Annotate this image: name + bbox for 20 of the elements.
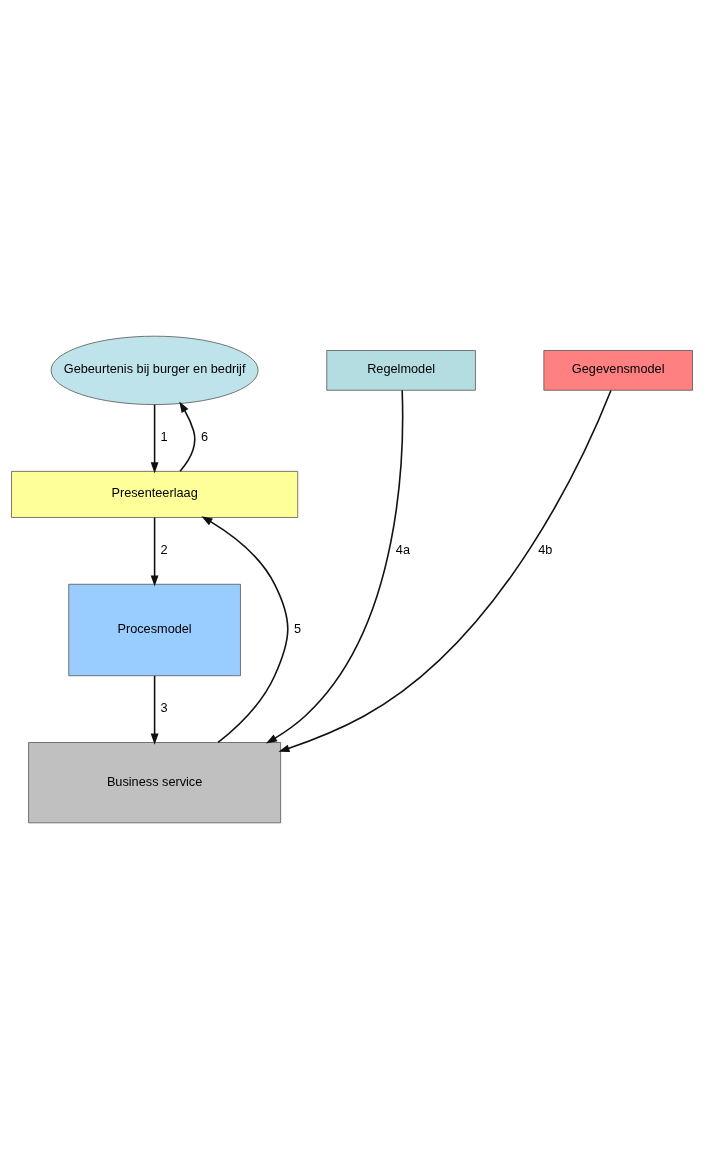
node-box: Business service — [28, 741, 282, 823]
edge-label: 5 — [294, 620, 302, 636]
edge-label: 1 — [160, 428, 168, 444]
edge-label: 6 — [200, 428, 209, 444]
arrow — [278, 389, 612, 752]
edge-label: 2 — [160, 541, 168, 557]
node-box: Presenteerlaag — [11, 470, 299, 518]
edge-label: 3 — [160, 699, 168, 715]
arrow — [150, 674, 159, 745]
node-box: Gegevensmodel — [543, 349, 693, 391]
arrow — [265, 389, 404, 743]
node-box: Regelmodel — [326, 349, 476, 391]
edge-label: 4a — [395, 541, 410, 557]
edge-label: 4b — [538, 541, 553, 557]
arrow — [179, 400, 196, 472]
arrow — [150, 516, 159, 587]
arrow — [201, 515, 289, 743]
node-box: Procesmodel — [68, 583, 241, 676]
node-ellipse: Gebeurtenis bij burger en bedrijf — [50, 335, 259, 405]
arrow — [150, 403, 159, 473]
